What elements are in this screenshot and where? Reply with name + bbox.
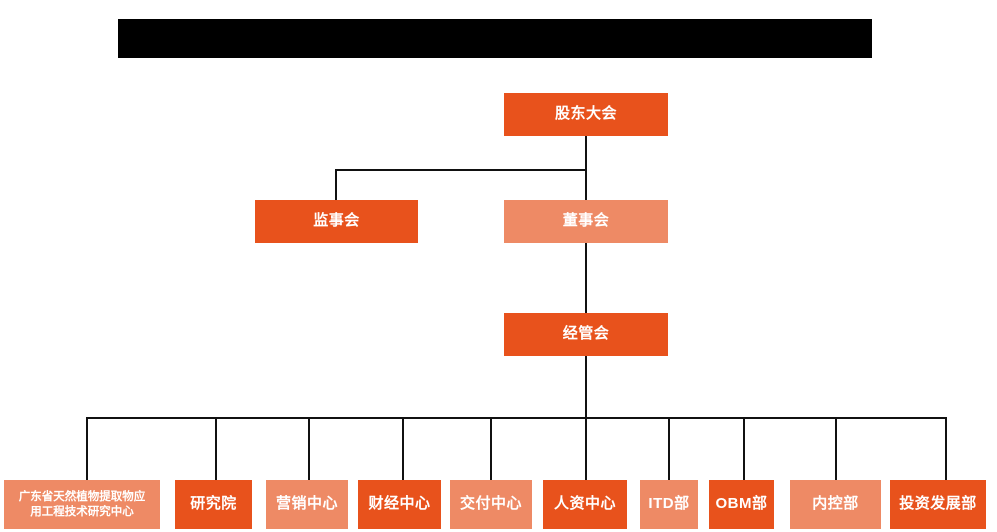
- connector-drop-supervisors: [335, 169, 337, 201]
- connector-drop-delivery-center: [490, 417, 492, 480]
- connector-drop-internal-control-dept: [835, 417, 837, 480]
- node-management-committee[interactable]: 经管会: [504, 313, 668, 356]
- node-internal-control-dept[interactable]: 内控部: [790, 480, 881, 529]
- node-board-of-supervisors[interactable]: 监事会: [255, 200, 418, 243]
- node-hr-center[interactable]: 人资中心: [543, 480, 627, 529]
- node-shareholders-meeting-label: 股东大会: [554, 105, 617, 123]
- node-guangdong-center-label: 广东省天然植物提取物应 用工程技术研究中心: [19, 490, 146, 519]
- node-finance-center[interactable]: 财经中心: [358, 480, 441, 529]
- node-management-committee-label: 经管会: [562, 325, 610, 343]
- connector-drop-directors: [585, 169, 587, 201]
- node-internal-control-dept-label: 内控部: [812, 495, 859, 513]
- node-marketing-center-label: 营销中心: [275, 495, 338, 513]
- connector-drop-obm-dept: [743, 417, 745, 480]
- node-hr-center-label: 人资中心: [553, 495, 616, 513]
- connector-drop-hr-center: [585, 417, 587, 480]
- node-obm-dept[interactable]: OBM部: [709, 480, 774, 529]
- connector-drop-itd-dept: [668, 417, 670, 480]
- connector-shareholders-stem: [585, 136, 587, 170]
- connector-drop-guangdong-center: [86, 417, 88, 480]
- node-itd-dept[interactable]: ITD部: [640, 480, 698, 529]
- node-board-of-directors[interactable]: 董事会: [504, 200, 668, 243]
- node-marketing-center[interactable]: 营销中心: [266, 480, 348, 529]
- redacted-title-banner: [118, 19, 872, 58]
- node-research-institute-label: 研究院: [190, 495, 237, 513]
- node-finance-center-label: 财经中心: [368, 495, 431, 513]
- node-investment-dev-dept[interactable]: 投资发展部: [890, 480, 986, 529]
- node-investment-dev-dept-label: 投资发展部: [899, 495, 977, 513]
- node-guangdong-center-line2: 用工程技术研究中心: [30, 505, 134, 518]
- connector-drop-finance-center: [402, 417, 404, 480]
- node-board-of-directors-label: 董事会: [562, 212, 610, 230]
- connector-level4-bus: [86, 417, 946, 419]
- node-obm-dept-label: OBM部: [715, 495, 768, 513]
- connector-directors-to-management: [585, 243, 587, 313]
- node-delivery-center-label: 交付中心: [459, 495, 522, 513]
- node-guangdong-center[interactable]: 广东省天然植物提取物应 用工程技术研究中心: [4, 480, 160, 529]
- node-delivery-center[interactable]: 交付中心: [450, 480, 532, 529]
- node-itd-dept-label: ITD部: [648, 495, 690, 513]
- node-board-of-supervisors-label: 监事会: [313, 212, 360, 230]
- connector-management-stem: [585, 356, 587, 418]
- connector-drop-marketing-center: [308, 417, 310, 480]
- connector-drop-investment-dev-dept: [945, 417, 947, 480]
- connector-drop-research-institute: [215, 417, 217, 480]
- node-shareholders-meeting[interactable]: 股东大会: [504, 93, 668, 136]
- connector-level1-bus: [335, 169, 587, 171]
- node-research-institute[interactable]: 研究院: [175, 480, 252, 529]
- node-guangdong-center-line1: 广东省天然植物提取物应: [18, 491, 146, 504]
